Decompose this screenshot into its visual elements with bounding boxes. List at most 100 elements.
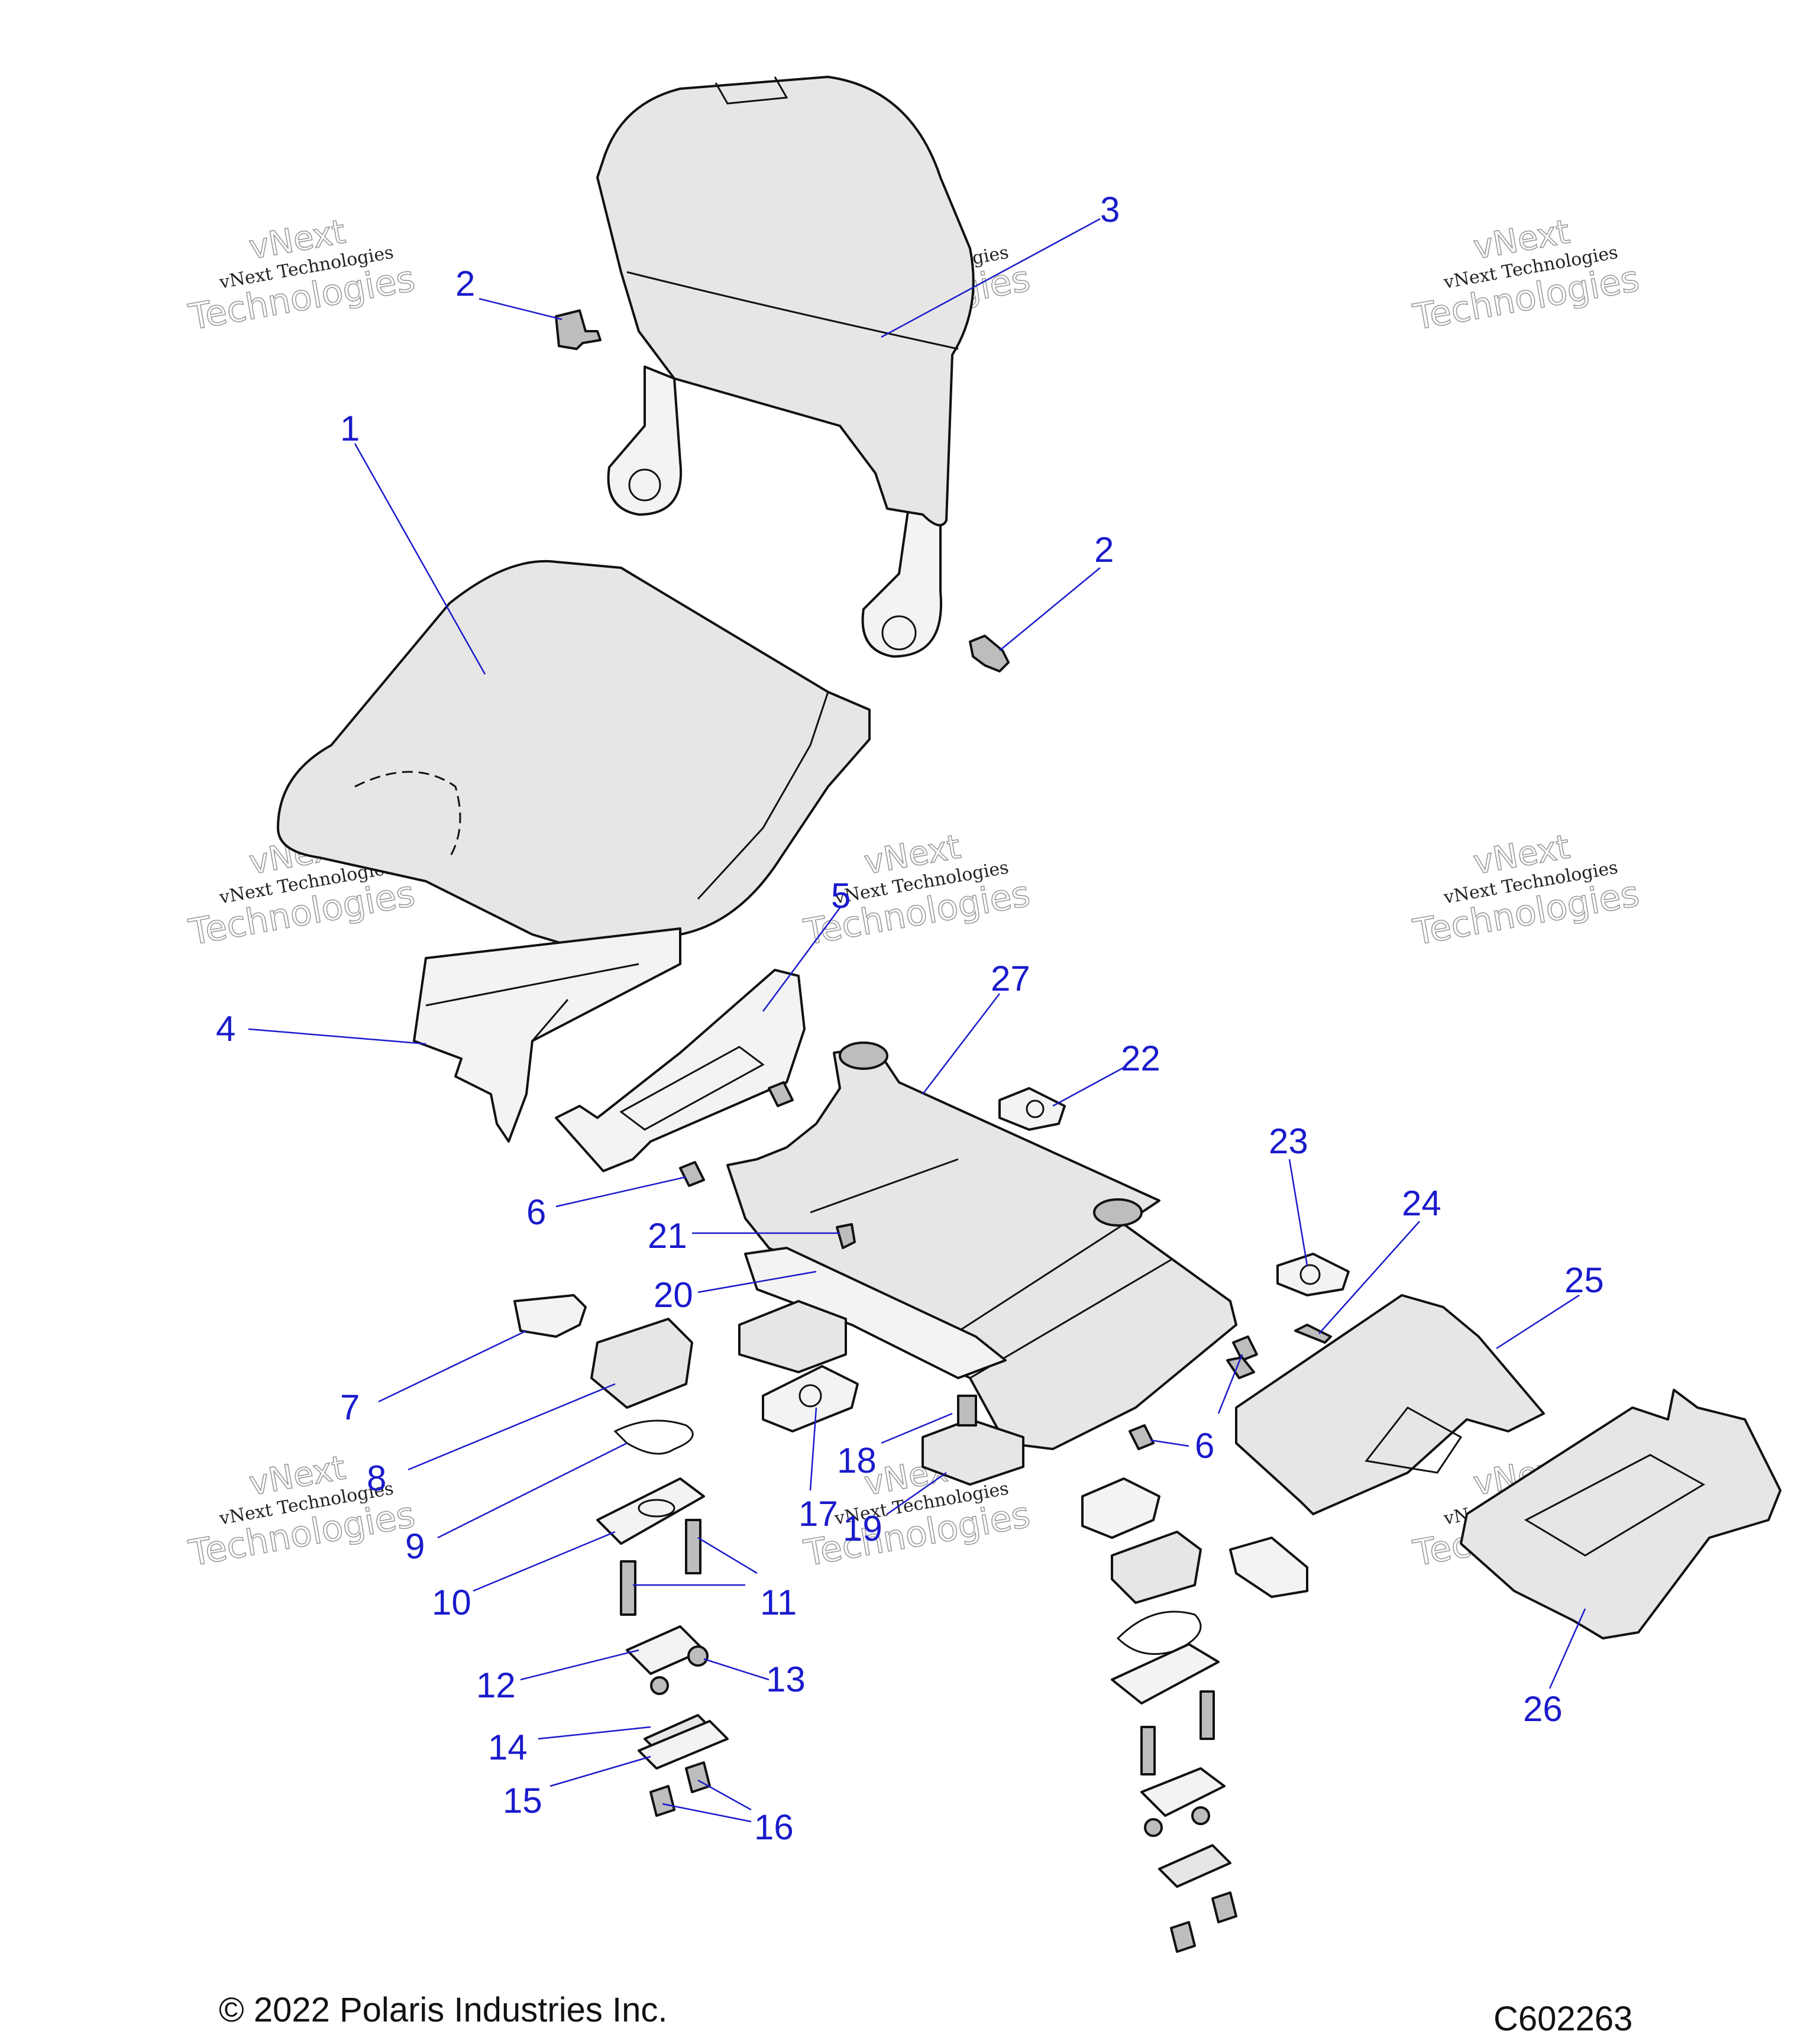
callout-3[interactable]: 3 bbox=[1100, 190, 1120, 229]
pin-right-a bbox=[1170, 1921, 1196, 1953]
plate-right-2 bbox=[1140, 1767, 1226, 1817]
mount-left bbox=[738, 1300, 847, 1373]
callout-13[interactable]: 13 bbox=[766, 1660, 806, 1699]
callout-15[interactable]: 15 bbox=[503, 1781, 542, 1820]
leader-12 bbox=[520, 1649, 639, 1681]
seat-cushion bbox=[277, 559, 871, 953]
seat-latch-housing-edge bbox=[425, 963, 639, 1042]
base-plate bbox=[744, 1247, 1007, 1379]
washer-23 bbox=[1276, 1253, 1350, 1296]
bolt-upper bbox=[555, 309, 602, 350]
plate-right bbox=[1111, 1643, 1220, 1705]
callout-26[interactable]: 26 bbox=[1523, 1689, 1563, 1729]
tray-part bbox=[555, 969, 806, 1172]
leader-15 bbox=[549, 1755, 651, 1787]
callout-1[interactable]: 1 bbox=[340, 409, 360, 448]
callout-12[interactable]: 12 bbox=[476, 1665, 516, 1705]
backrest-bracket-left-hole bbox=[628, 468, 661, 502]
seat-latch-housing bbox=[413, 927, 681, 1143]
callout-16[interactable]: 16 bbox=[754, 1807, 794, 1847]
trunk-cover-recess bbox=[1524, 1454, 1705, 1557]
nut-right-a bbox=[1144, 1818, 1163, 1837]
leader-18 bbox=[881, 1412, 953, 1444]
callout-24[interactable]: 24 bbox=[1402, 1183, 1441, 1223]
leader-16a bbox=[662, 1803, 752, 1823]
pin-right-b bbox=[1211, 1891, 1237, 1923]
callout-19[interactable]: 19 bbox=[843, 1509, 882, 1548]
leader-2a bbox=[479, 297, 562, 321]
mount-part bbox=[738, 1300, 1024, 1486]
callout-8[interactable]: 8 bbox=[367, 1458, 386, 1498]
callout-6-right[interactable]: 6 bbox=[1195, 1426, 1214, 1466]
callout-10[interactable]: 10 bbox=[432, 1583, 471, 1622]
leader-19 bbox=[887, 1471, 947, 1515]
clip-b bbox=[768, 1081, 794, 1107]
backrest-part bbox=[596, 76, 975, 658]
callout-7[interactable]: 7 bbox=[340, 1388, 360, 1427]
callout-21[interactable]: 21 bbox=[648, 1216, 687, 1256]
watermark: vNext vNext Technologies Technologies bbox=[1409, 827, 1643, 954]
callout-18[interactable]: 18 bbox=[837, 1441, 877, 1480]
seat-seam bbox=[697, 691, 829, 900]
callout-11[interactable]: 11 bbox=[760, 1583, 797, 1622]
seat-latch-housing-part bbox=[413, 927, 681, 1143]
nut-right-b bbox=[1191, 1806, 1210, 1825]
leader-26 bbox=[1548, 1608, 1586, 1689]
storage-box bbox=[1235, 1294, 1545, 1515]
clip-part bbox=[679, 1081, 1258, 1450]
latch-hardware-right bbox=[1081, 1477, 1308, 1953]
leader-23 bbox=[1288, 1159, 1308, 1266]
bumper-8 bbox=[590, 1318, 693, 1409]
base-plate-part bbox=[744, 1247, 1007, 1379]
bracket-7 bbox=[513, 1294, 587, 1338]
seat-dash-contour bbox=[354, 771, 461, 858]
pin-16b bbox=[685, 1761, 711, 1793]
frame-pivot-right bbox=[1093, 1198, 1143, 1227]
leader-7 bbox=[378, 1330, 527, 1403]
leader-14 bbox=[538, 1726, 651, 1740]
plate-10 bbox=[596, 1477, 705, 1545]
leader-17 bbox=[809, 1407, 817, 1491]
callout-14[interactable]: 14 bbox=[488, 1728, 528, 1767]
backrest-bracket-left bbox=[607, 366, 683, 516]
callout-25[interactable]: 25 bbox=[1564, 1260, 1604, 1300]
leader-8 bbox=[408, 1383, 616, 1471]
callout-5[interactable]: 5 bbox=[831, 876, 851, 916]
backrest-seam bbox=[626, 271, 959, 350]
mount-stud bbox=[957, 1395, 977, 1427]
trunk-cover bbox=[1460, 1389, 1782, 1639]
leader-4 bbox=[248, 1028, 426, 1045]
nut-13 bbox=[687, 1645, 709, 1667]
leader-lines bbox=[248, 218, 1586, 1823]
washer-17 bbox=[762, 1365, 859, 1432]
trunk-cover-part bbox=[1460, 1389, 1782, 1639]
washer-right bbox=[1081, 1477, 1160, 1539]
callout-2-upper[interactable]: 2 bbox=[455, 264, 475, 303]
callout-2-lower[interactable]: 2 bbox=[1094, 530, 1114, 570]
bolt-11b bbox=[685, 1519, 701, 1574]
callout-27[interactable]: 27 bbox=[991, 959, 1030, 998]
bolt-part bbox=[555, 309, 1010, 672]
watermark: vNext vNext Technologies Technologies bbox=[1409, 212, 1643, 339]
callout-6-left[interactable]: 6 bbox=[526, 1192, 546, 1232]
leader-20 bbox=[697, 1270, 817, 1293]
bracket-right bbox=[1229, 1537, 1308, 1598]
screw-part bbox=[1294, 1324, 1332, 1344]
diagram-code: C602263 bbox=[1493, 2000, 1633, 2038]
bolt-right-b bbox=[1200, 1690, 1215, 1740]
callout-23[interactable]: 23 bbox=[1269, 1121, 1308, 1161]
seat-part bbox=[277, 559, 871, 953]
plate-10-slot bbox=[638, 1499, 675, 1518]
callout-20[interactable]: 20 bbox=[654, 1275, 693, 1315]
leader-11b bbox=[697, 1537, 758, 1574]
callout-17[interactable]: 17 bbox=[798, 1494, 838, 1534]
backrest-pad bbox=[596, 76, 975, 526]
bolt-right-a bbox=[1140, 1726, 1156, 1775]
callout-4[interactable]: 4 bbox=[216, 1009, 235, 1049]
leader-16b bbox=[697, 1779, 752, 1811]
callout-22[interactable]: 22 bbox=[1121, 1039, 1160, 1078]
pin-16a bbox=[649, 1785, 675, 1817]
backrest-bracket-right bbox=[861, 490, 942, 658]
storage-box-opening bbox=[1365, 1406, 1463, 1474]
callout-9[interactable]: 9 bbox=[405, 1526, 425, 1566]
